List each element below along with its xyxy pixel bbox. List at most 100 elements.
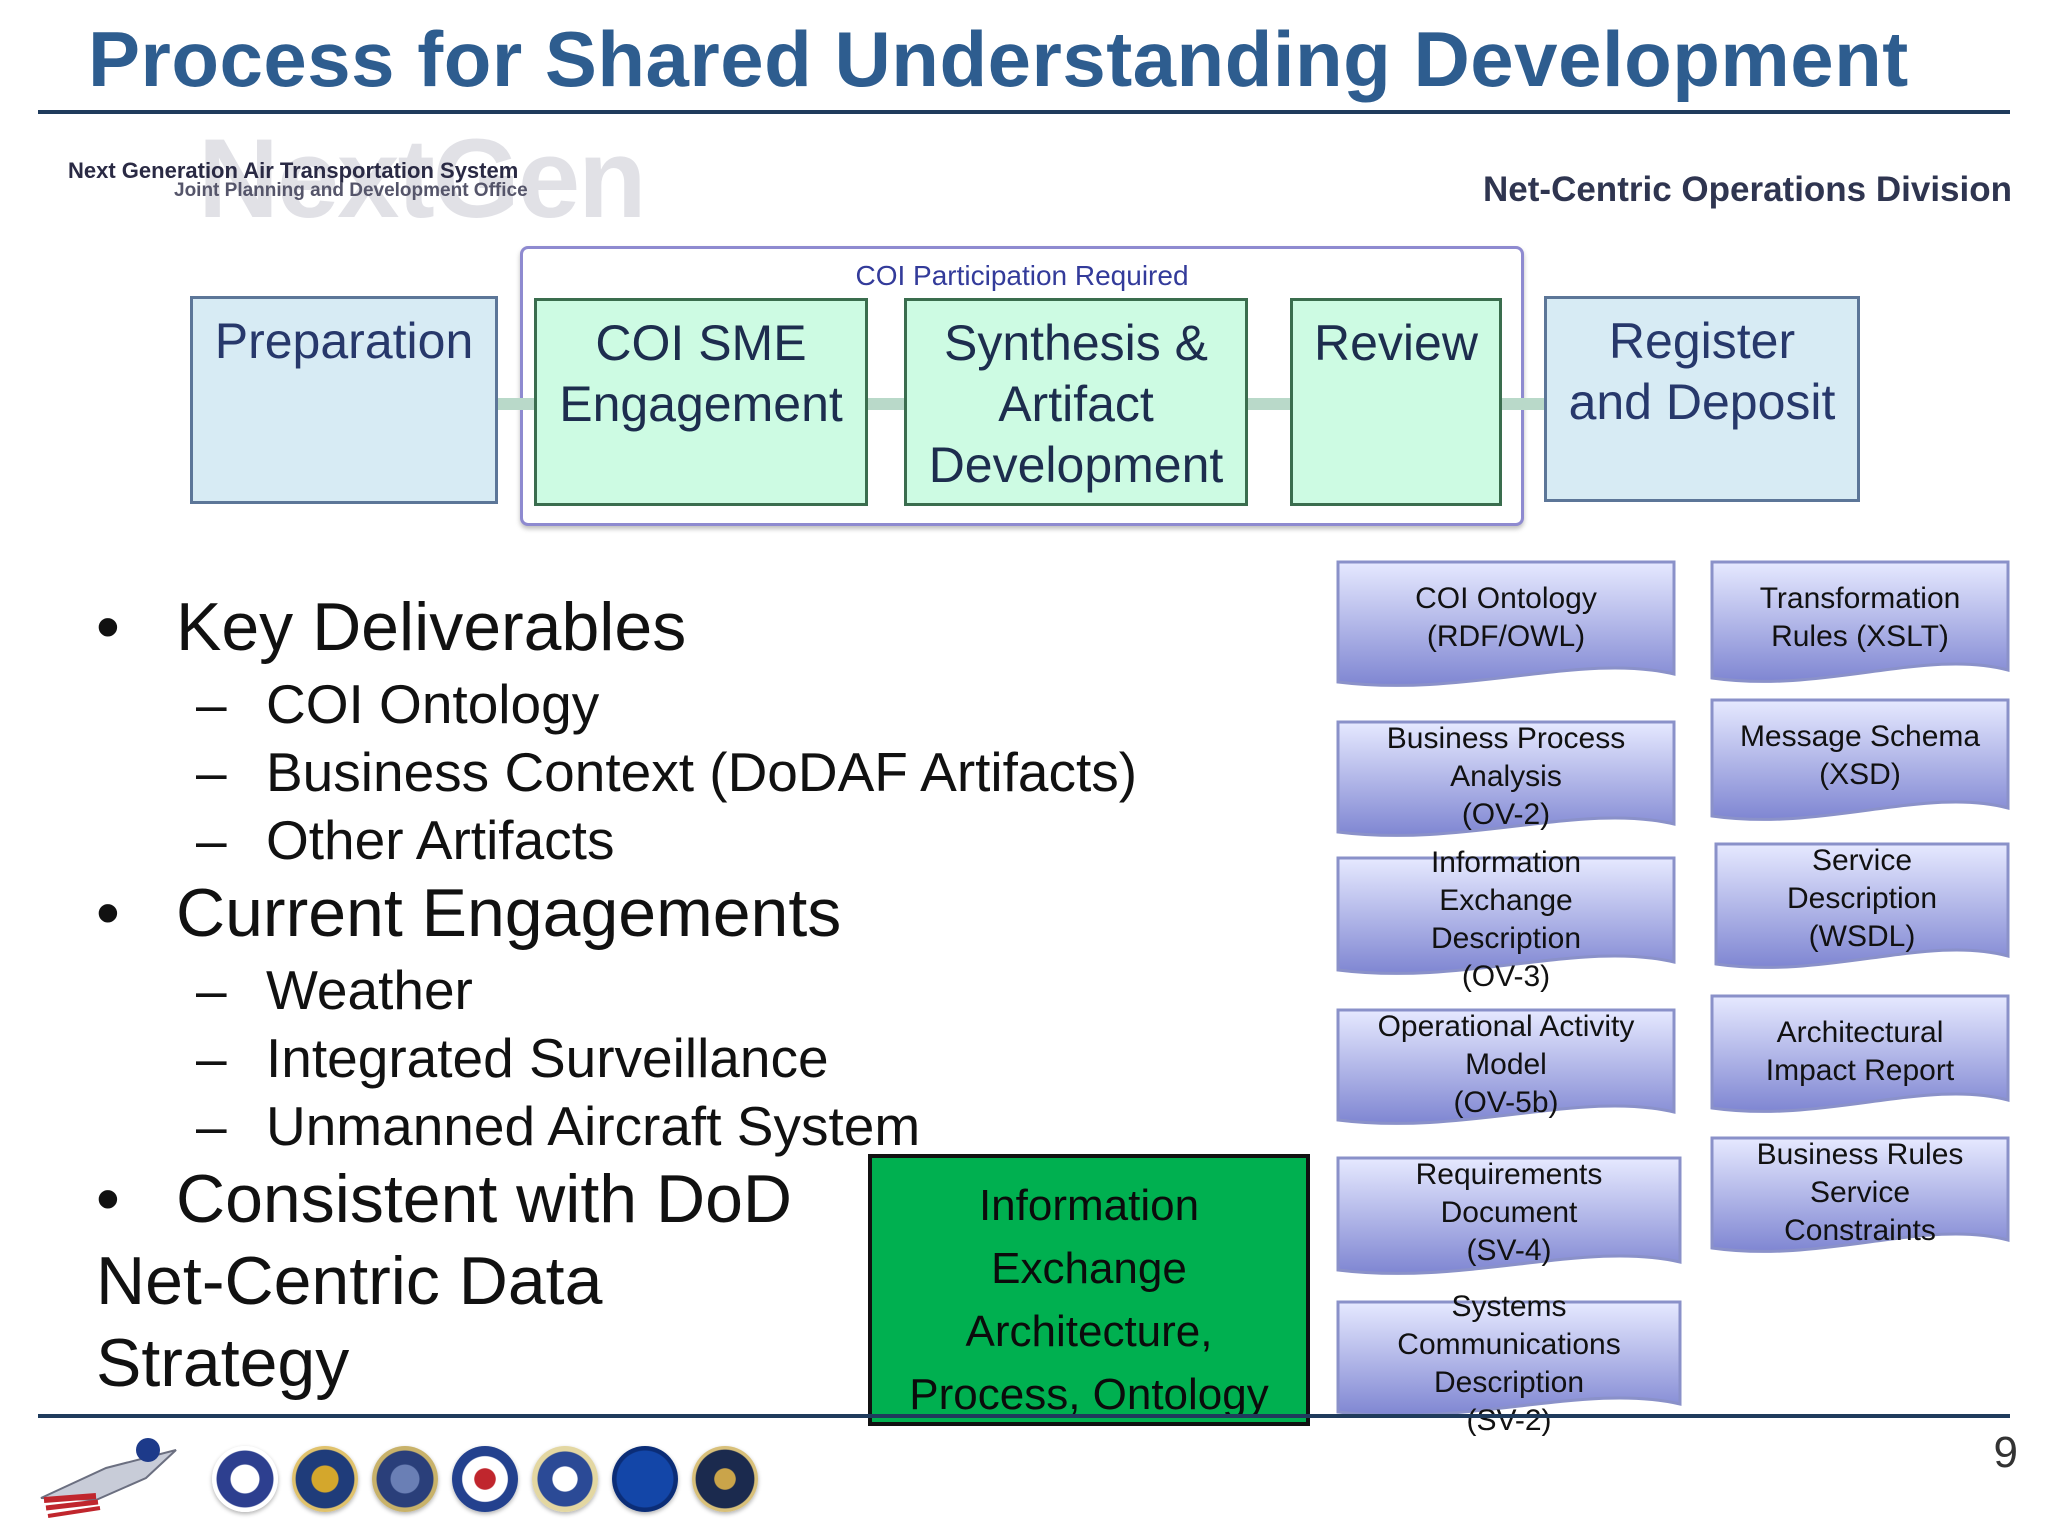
- nasa-meatball-icon: [612, 1446, 678, 1512]
- document-label-line: Model: [1465, 1048, 1547, 1081]
- nextgen-jet-logo-icon: [40, 1438, 177, 1518]
- document-label-line: (WSDL): [1808, 920, 1916, 953]
- document-shape-icon: [1710, 1136, 2010, 1253]
- document-label-line: Document: [1440, 1196, 1578, 1229]
- document-label-line: Systems: [1451, 1290, 1567, 1323]
- document-label-line: COI Ontology: [1415, 582, 1597, 615]
- box-line: Exchange: [991, 1244, 1187, 1293]
- document-shape-icon: [1336, 1156, 1682, 1275]
- sub-bullet: –Weather: [196, 959, 473, 1021]
- sub-bullet: –COI Ontology: [196, 673, 600, 735]
- title-divider: [38, 110, 2010, 114]
- dhs-seal-icon: [452, 1446, 518, 1512]
- step-register-and-deposit: Register and Deposit: [1544, 296, 1860, 502]
- document-label-line: Business Process: [1386, 722, 1626, 755]
- document-label-line: Message Schema: [1739, 720, 1981, 753]
- document-label-line: (RDF/OWL): [1426, 620, 1586, 653]
- sub-bullet: –Unmanned Aircraft System: [196, 1095, 921, 1157]
- logo-line-2: Joint Planning and Development Office: [174, 180, 528, 201]
- box-line: Architecture,: [965, 1307, 1213, 1356]
- step-label: Review: [1314, 315, 1478, 371]
- document-shape-icon: [1336, 560, 1676, 687]
- document-label-line: Description: [1430, 922, 1582, 955]
- document-label-line: Service: [1811, 844, 1913, 877]
- step-label: COI SME Engagement: [559, 315, 843, 432]
- page-number: 9: [1993, 1428, 2018, 1477]
- step-label: Preparation: [214, 313, 474, 369]
- document-label-line: Requirements: [1415, 1158, 1603, 1191]
- document-shape-icon: [1714, 842, 2010, 969]
- document-label-line: (OV-2): [1461, 798, 1551, 831]
- document-label-line: Description: [1433, 1366, 1585, 1399]
- faa-seal-icon: [532, 1446, 598, 1512]
- document-shape-icon: [1336, 1008, 1676, 1125]
- step-label: Synthesis & Artifact Development: [928, 315, 1224, 493]
- document-label-line: Information: [1430, 846, 1582, 879]
- step-review: Review: [1290, 298, 1502, 506]
- division-name: Net-Centric Operations Division: [1483, 170, 2012, 209]
- sub-bullet: –Other Artifacts: [196, 809, 615, 871]
- bullet-current-engagements: •Current Engagements: [96, 875, 842, 951]
- document-label-line: Impact Report: [1765, 1054, 1955, 1087]
- document-shape-icon: [1710, 698, 2010, 821]
- document-label-line: Operational Activity: [1377, 1010, 1635, 1043]
- connector-segment-2: [864, 398, 904, 410]
- step-preparation: Preparation: [190, 296, 498, 504]
- document-shape-icon: [1710, 560, 2010, 683]
- coi-participation-label: COI Participation Required: [855, 260, 1189, 291]
- bullet-continuation: Strategy: [96, 1325, 350, 1401]
- document-label-line: Service: [1809, 1176, 1911, 1209]
- document-label-line: (OV-3): [1461, 960, 1551, 993]
- document-label-line: Rules (XSLT): [1771, 620, 1949, 653]
- document-label-line: (XSD): [1819, 758, 1901, 791]
- defense-seal-icon: [372, 1446, 438, 1512]
- document-label: COI Ontology (RDF/OWL): [1336, 580, 1676, 656]
- document-label-line: Business Rules: [1756, 1138, 1964, 1171]
- step-coi-sme-engagement: COI SME Engagement: [534, 298, 868, 506]
- document-label-line: Constraints: [1784, 1214, 1936, 1247]
- information-exchange-box: Information Exchange Architecture, Proce…: [868, 1154, 1310, 1426]
- document-shape-icon: [1336, 856, 1676, 975]
- document-label-line: (SV-4): [1466, 1234, 1552, 1267]
- connector-segment-1: [494, 398, 538, 410]
- document-label: Message Schema (XSD): [1710, 718, 2010, 794]
- step-label: Register and Deposit: [1568, 313, 1836, 430]
- document-message-schema: Message Schema (XSD): [1710, 698, 2010, 822]
- document-label-line: Architectural: [1776, 1016, 1944, 1049]
- connector-segment-3: [1246, 398, 1292, 410]
- logo-watermark: NextGen: [198, 116, 647, 241]
- document-shape-icon: [1336, 720, 1676, 837]
- step-synthesis-artifact-development: Synthesis & Artifact Development: [904, 298, 1248, 506]
- document-label-line: (OV-5b): [1453, 1086, 1559, 1119]
- sub-bullet: –Integrated Surveillance: [196, 1027, 829, 1089]
- bullet-consistent-with-dod: •Consistent with DoD: [96, 1161, 793, 1237]
- document-coi-ontology: COI Ontology (RDF/OWL): [1336, 560, 1676, 688]
- dot-seal-icon: [212, 1446, 278, 1512]
- bullet-key-deliverables: •Key Deliverables: [96, 589, 687, 665]
- agency-seals: [36, 1420, 776, 1530]
- document-shape-icon: [1710, 994, 2010, 1113]
- bullet-continuation: Net-Centric Data: [96, 1243, 603, 1319]
- slide-title: Process for Shared Understanding Develop…: [88, 15, 1909, 103]
- document-label-line: Communications: [1397, 1328, 1621, 1361]
- connector-segment-4: [1500, 398, 1546, 410]
- commerce-seal-icon: [292, 1446, 358, 1512]
- box-line: Information: [978, 1181, 1200, 1230]
- white-house-seal-icon: [692, 1446, 758, 1512]
- footer-divider: [38, 1414, 2010, 1418]
